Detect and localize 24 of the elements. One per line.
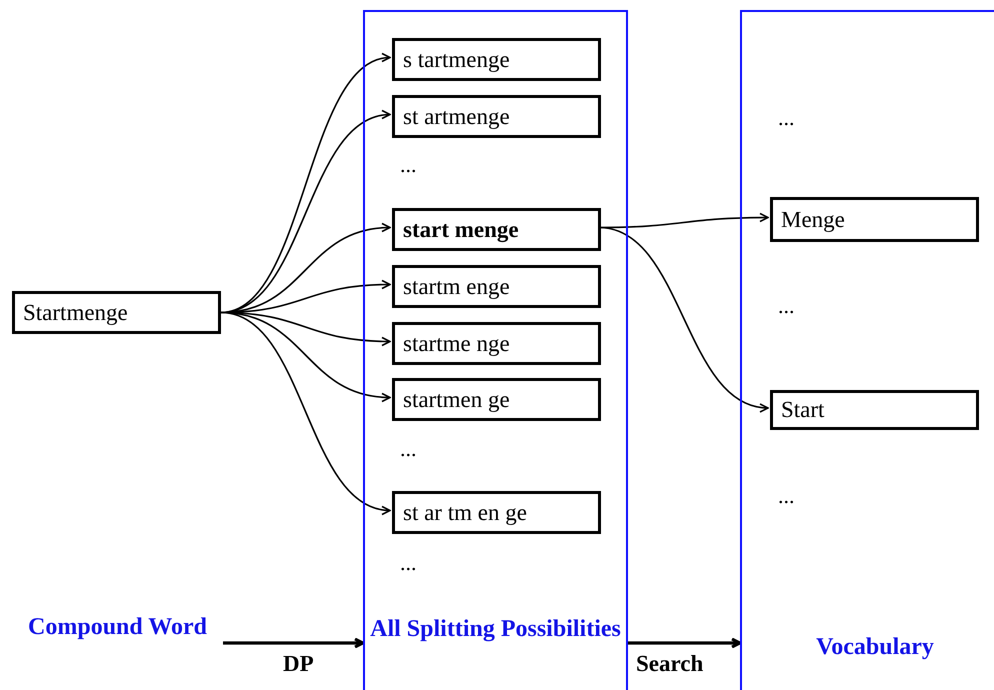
word-box: startme nge	[392, 322, 601, 365]
word-box: Startmenge	[12, 291, 221, 334]
ellipsis-label: ...	[400, 550, 416, 576]
panel-title: Vocabulary	[815, 633, 935, 662]
word-box: st ar tm en ge	[392, 491, 601, 534]
word-box: startm enge	[392, 265, 601, 308]
ellipsis-label: ...	[400, 152, 416, 178]
group-panel	[740, 10, 994, 690]
ellipsis-label: ...	[778, 105, 794, 131]
arrow	[223, 638, 364, 648]
ellipsis-label: ...	[778, 293, 794, 319]
word-box: st artmenge	[392, 95, 601, 138]
arrow	[628, 638, 742, 648]
word-box: start menge	[392, 208, 601, 251]
input-label: Compound Word	[20, 610, 215, 680]
ellipsis-label: ...	[400, 436, 416, 462]
group-panel	[363, 10, 628, 690]
word-box: Menge	[770, 197, 979, 242]
word-box: s tartmenge	[392, 38, 601, 81]
word-box: Start	[770, 390, 979, 430]
arrow	[599, 212, 769, 228]
panel-title: All Splitting Possibilities	[369, 615, 622, 644]
ellipsis-label: ...	[778, 483, 794, 509]
word-box: startmen ge	[392, 378, 601, 421]
